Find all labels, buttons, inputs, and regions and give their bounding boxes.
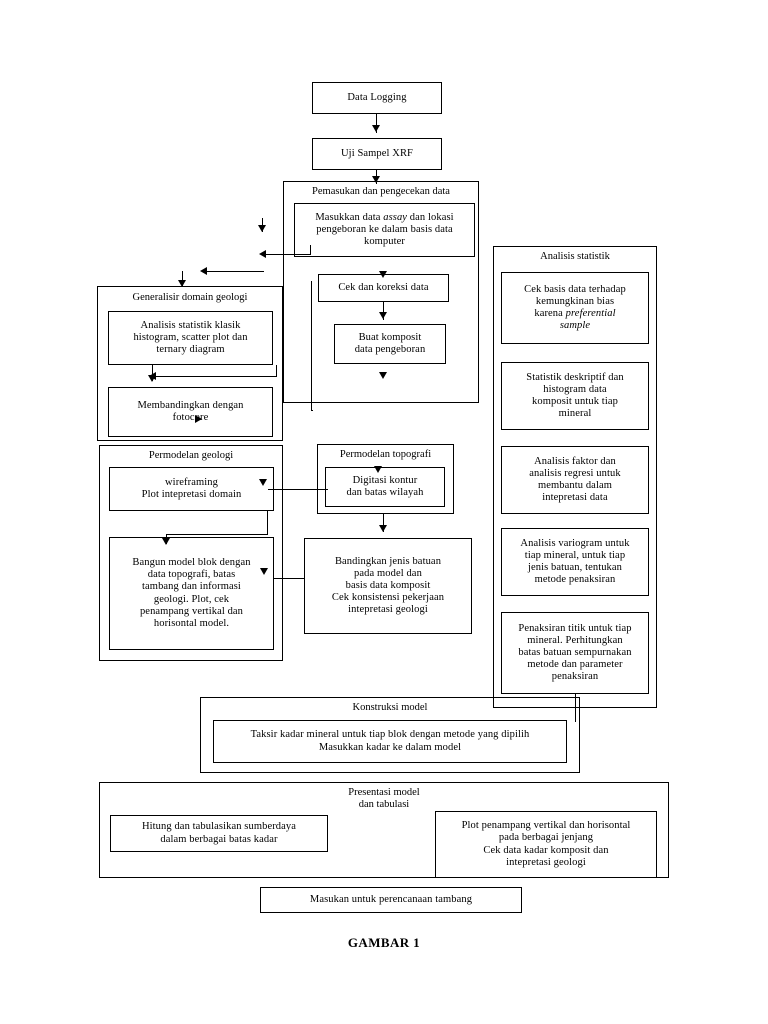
feedback-line-assay-stub: [310, 245, 311, 255]
node-analisis-faktor: Analisis faktor dan analisis regresi unt…: [501, 446, 649, 514]
cek-basis-text-pre: Cek basis data terhadap kemungkinan bias…: [524, 283, 626, 319]
node-wireframing: wireframing Plot intepretasi domain: [109, 467, 274, 511]
node-analisis-faktor-label: Analisis faktor dan analisis regresi unt…: [529, 455, 621, 504]
node-membandingkan-fotocore-label: Membandingkan dengan fotocore: [137, 399, 244, 423]
arrowhead-into-digitasi: [374, 466, 382, 473]
connector-bandingkan-to-bangun: [274, 578, 305, 579]
node-bangun-model-blok-label: Bangun model blok dengan data topografi,…: [132, 556, 251, 629]
connector-logging-to-xrf: [376, 114, 377, 133]
node-cek-basis-data: Cek basis data terhadap kemungkinan bias…: [501, 272, 649, 344]
node-statistik-deskriptif-label: Statistik deskriptif dan histogram data …: [526, 371, 624, 420]
group-pemasukan-title: Pemasukan dan pengecekan data: [312, 186, 450, 197]
arrowhead-fotocore-right: [195, 415, 202, 423]
node-masukan-perencanaan-label: Masukan untuk perencanaan tambang: [309, 893, 473, 905]
connector-topografi-to-bandingkan: [383, 514, 384, 532]
loop-klasik-horizontal: [155, 376, 277, 377]
assay-text-pre: Masukkan data: [315, 211, 384, 223]
group-permodelan-topografi-title: Permodelan topografi: [339, 449, 432, 460]
connector-wireframe-horizontal: [166, 534, 268, 535]
arrowhead-into-wireframing: [259, 479, 267, 486]
group-permodelan-topografi: [317, 444, 454, 514]
node-analisis-variogram: Analisis variogram untuk tiap mineral, u…: [501, 528, 649, 596]
node-bandingkan-jenis-batuan: Bandingkan jenis batuan pada model dan b…: [304, 538, 472, 634]
loop-klasik-right: [276, 365, 277, 377]
node-penaksiran-titik-label: Penaksiran titik untuk tiap mineral. Per…: [518, 622, 632, 683]
node-membandingkan-fotocore: Membandingkan dengan fotocore: [108, 387, 273, 437]
figure-caption: GAMBAR 1: [347, 935, 421, 950]
group-permodelan-geologi: [99, 445, 283, 661]
connector-wireframe-spine: [267, 511, 268, 535]
connector-cek-to-komposit: [383, 302, 384, 320]
node-analisis-statistik-klasik: Analisis statistik klasik histogram, sca…: [108, 311, 273, 365]
group-generalisir-domain: [97, 286, 283, 441]
node-digitasi-kontur: Digitasi kontur dan batas wilayah: [325, 467, 445, 507]
arrowhead-to-bandingkan: [379, 525, 387, 532]
node-cek-koreksi-data: Cek dan koreksi data: [318, 274, 449, 302]
arrowhead-feedback-assay: [259, 250, 266, 258]
node-data-logging: Data Logging: [312, 82, 442, 114]
node-data-logging-label: Data Logging: [347, 91, 407, 103]
arrowhead-into-generalisir: [178, 280, 186, 287]
node-cek-koreksi-data-label: Cek dan koreksi data: [338, 281, 429, 293]
feedback-line-assay-horizontal: [265, 254, 311, 255]
node-masukkan-data-assay-label: Masukkan data assay dan lokasi pengebora…: [295, 212, 474, 249]
group-presentasi-model-title: Presentasi model dan tabulasi: [348, 787, 420, 811]
node-buat-komposit-label: Buat komposit data pengeboran: [354, 331, 426, 355]
node-hitung-tabulasikan: Hitung dan tabulasikan sumberdaya dalam …: [110, 815, 328, 852]
node-uji-sampel-xrf: Uji Sampel XRF: [312, 138, 442, 170]
arrowhead-to-fotocore: [148, 375, 156, 382]
arrowhead-to-komposit: [379, 312, 387, 319]
group-pemasukan-pengecekan: [283, 181, 479, 403]
connector-klasik-to-fotocore: [152, 365, 153, 381]
group-permodelan-geologi-title: Permodelan geologi: [148, 450, 234, 461]
node-masukkan-data-assay: Masukkan data assay dan lokasi pengebora…: [294, 203, 475, 257]
group-presentasi-model: [99, 782, 669, 878]
group-generalisir-title: Generalisir domain geologi: [132, 292, 248, 303]
node-buat-komposit: Buat komposit data pengeboran: [334, 324, 446, 364]
arrowhead-to-xrf: [372, 125, 380, 132]
node-analisis-statistik-klasik-label: Analisis statistik klasik histogram, sca…: [133, 319, 248, 356]
connector-statistik-to-konstruksi: [575, 694, 576, 722]
node-taksir-kadar: Taksir kadar mineral untuk tiap blok den…: [213, 720, 567, 763]
group-analisis-statistik-title: Analisis statistik: [540, 251, 610, 262]
feedback-line-to-generalisir: [206, 271, 264, 272]
node-digitasi-kontur-label: Digitasi kontur dan batas wilayah: [346, 474, 424, 498]
node-cek-basis-data-label: Cek basis data terhadap kemungkinan bias…: [502, 284, 648, 333]
feedback-spine-left-foot: [311, 410, 313, 411]
node-masukan-perencanaan: Masukan untuk perencanaan tambang: [260, 887, 522, 913]
connector-into-generalisir: [182, 271, 183, 287]
cek-basis-text-italic: preferential sample: [559, 308, 616, 332]
arrowhead-to-cek-koreksi: [379, 271, 387, 278]
node-uji-sampel-xrf-label: Uji Sampel XRF: [341, 147, 413, 159]
node-plot-penampang: Plot penampang vertikal dan horisontal p…: [435, 811, 657, 878]
arrowhead-feedback-generalisir: [200, 267, 207, 275]
node-plot-penampang-label: Plot penampang vertikal dan horisontal p…: [461, 820, 631, 868]
arrowhead-to-bangun-model: [162, 538, 170, 545]
group-konstruksi-model-title: Konstruksi model: [352, 702, 428, 713]
node-analisis-variogram-label: Analisis variogram untuk tiap mineral, u…: [520, 537, 630, 586]
arrowhead-to-pemasukan: [372, 176, 380, 183]
assay-text-post: dan lokasi pengeboran ke dalam basis dat…: [316, 211, 454, 248]
arrowhead-left-branch: [258, 225, 266, 232]
assay-text-italic: assay: [383, 211, 408, 223]
node-bandingkan-jenis-batuan-label: Bandingkan jenis batuan pada model dan b…: [331, 555, 445, 616]
connector-topografi-to-wireframe: [268, 489, 328, 490]
node-wireframing-label: wireframing Plot intepretasi domain: [141, 476, 242, 500]
arrowhead-bangun-inner: [260, 568, 268, 575]
node-hitung-tabulasikan-label: Hitung dan tabulasikan sumberdaya dalam …: [141, 821, 297, 845]
feedback-spine-left: [311, 281, 312, 411]
arrowhead-komposit-down: [379, 372, 387, 379]
group-konstruksi-model: [200, 697, 580, 773]
node-statistik-deskriptif: Statistik deskriptif dan histogram data …: [501, 362, 649, 430]
node-penaksiran-titik: Penaksiran titik untuk tiap mineral. Per…: [501, 612, 649, 694]
node-taksir-kadar-label: Taksir kadar mineral untuk tiap blok den…: [250, 729, 530, 753]
node-bangun-model-blok: Bangun model blok dengan data topografi,…: [109, 537, 274, 650]
